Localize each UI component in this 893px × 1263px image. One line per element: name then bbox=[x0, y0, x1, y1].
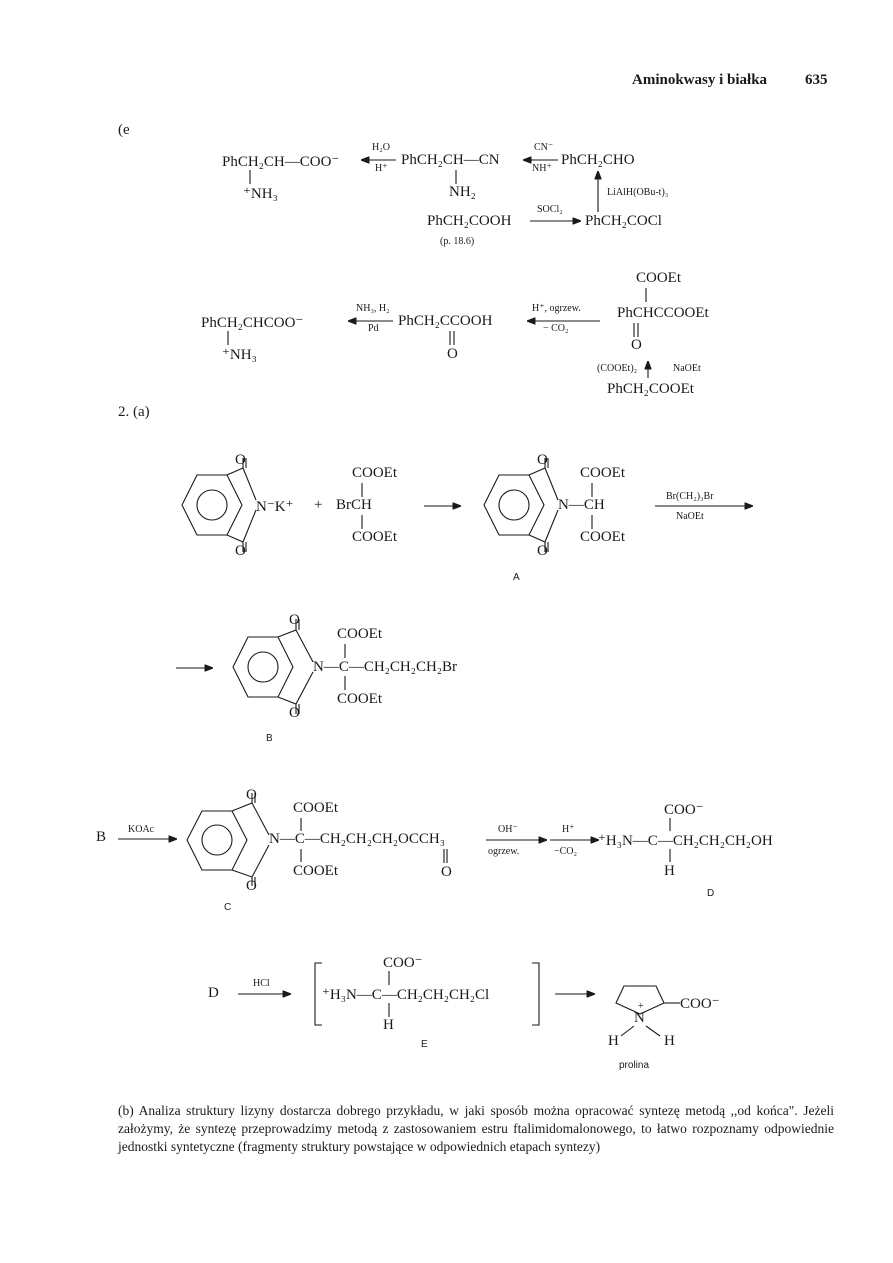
claisen-reagent-left: (COOEt)₂ bbox=[597, 363, 638, 374]
proline-plus-charge: + bbox=[638, 1001, 644, 1012]
decarboxylation-top: H⁺, ogrzew. bbox=[532, 303, 581, 314]
ketoester-oxygen: O bbox=[631, 337, 642, 353]
carbonyl-oxygen: O bbox=[289, 705, 300, 721]
acyl-chloride: PhCH₂COCl bbox=[585, 213, 662, 229]
section-label-e: (e bbox=[118, 122, 130, 138]
b-cooet-top: COOEt bbox=[337, 626, 382, 642]
b-cooet-bottom: COOEt bbox=[337, 691, 382, 707]
e-chain: ⁺H₃N—C—CH₂CH₂CH₂Cl bbox=[322, 987, 490, 1003]
phenylalanine-e2: PhCH₂CHCOO⁻ bbox=[201, 315, 304, 331]
reductive-amination-bottom: Pd bbox=[368, 323, 379, 334]
carbonyl-oxygen: O bbox=[246, 787, 257, 803]
cross-reference: (p. 18.6) bbox=[440, 236, 475, 247]
arrow2-reagent-bottom: NH⁺ bbox=[532, 163, 552, 174]
d-chain: ⁺H₃N—C—CH₂CH₂CH₂OH bbox=[598, 833, 773, 849]
a-cooet-bottom: COOEt bbox=[580, 529, 625, 545]
hcl-reagent: HCl bbox=[253, 978, 270, 989]
arrow3-reagent: SOCl₂ bbox=[537, 204, 563, 215]
e-carboxylate: COO⁻ bbox=[383, 955, 423, 971]
amino-group: NH₂ bbox=[449, 184, 476, 200]
compound-label-e: E bbox=[421, 1039, 428, 1050]
phenylacetic-acid: PhCH₂COOH bbox=[427, 213, 512, 229]
ammonium-group-e: ⁺NH₃ bbox=[243, 186, 278, 202]
proline-hydrogen-2: H bbox=[664, 1033, 675, 1049]
section-label-2a: 2. (a) bbox=[118, 404, 150, 420]
decarboxylation-bottom: − CO₂ bbox=[543, 323, 569, 334]
bromomalonate-ch: BrCH bbox=[336, 497, 372, 513]
malonate-cooet-bottom: COOEt bbox=[352, 529, 397, 545]
reduction-reagent: LiAlH(OBu-t)₃ bbox=[607, 187, 669, 198]
compound-label-b: B bbox=[266, 733, 273, 744]
hydrolysis-reagent-top: OH⁻ bbox=[498, 824, 518, 835]
e-hydrogen: H bbox=[383, 1017, 394, 1033]
phenylalanine-e: PhCH₂CH—COO⁻ bbox=[222, 154, 340, 170]
acetate-reagent: KOAc bbox=[128, 824, 155, 835]
aminonitrile: PhCH₂CH—CN bbox=[401, 152, 500, 168]
c-chain: N—C—CH₂CH₂CH₂OCCH₃ bbox=[269, 831, 445, 847]
carbonyl-oxygen: O bbox=[537, 452, 548, 468]
body-paragraph: (b) Analiza struktury lizyny dostarcza d… bbox=[118, 1103, 834, 1154]
arrow2-reagent-top: CN⁻ bbox=[534, 142, 554, 153]
ketoester: PhCHCCOOEt bbox=[617, 305, 709, 321]
carbonyl-oxygen: O bbox=[235, 543, 246, 559]
arrow1-reagent-bottom: H⁺ bbox=[375, 163, 388, 174]
b-chain: N—C—CH₂CH₂CH₂Br bbox=[313, 659, 458, 675]
c-cooet-bottom: COOEt bbox=[293, 863, 338, 879]
d-hydrogen: H bbox=[664, 863, 675, 879]
b-reference: B bbox=[96, 829, 107, 845]
ketoacid-oxygen: O bbox=[447, 346, 458, 362]
compound-label-d: D bbox=[707, 888, 715, 899]
compound-label-c: C bbox=[224, 902, 232, 913]
ethyl-phenylacetate: PhCH₂COOEt bbox=[607, 381, 694, 397]
alkylation-reagent-bottom: NaOEt bbox=[676, 511, 704, 522]
carbonyl-oxygen: O bbox=[537, 543, 548, 559]
c-cooet-top: COOEt bbox=[293, 800, 338, 816]
proline-name: prolina bbox=[619, 1060, 650, 1071]
proline-carboxylate: COO⁻ bbox=[680, 996, 720, 1012]
hydrolysis-reagent-bottom: ogrzew. bbox=[488, 846, 520, 857]
malonate-cooet-top: COOEt bbox=[352, 465, 397, 481]
acetate-oxygen: O bbox=[441, 864, 452, 880]
arrow1-reagent-top: H₂O bbox=[372, 142, 390, 153]
compound-label-a: A bbox=[513, 572, 520, 583]
potassium-phthalimide-n: N⁻K⁺ bbox=[256, 499, 294, 515]
a-n-ch: N—CH bbox=[558, 497, 605, 513]
carbonyl-oxygen: O bbox=[289, 612, 300, 628]
decarboxylation-reagent-bottom: −CO₂ bbox=[554, 846, 578, 857]
running-title: Aminokwasy i białka bbox=[632, 72, 768, 88]
carbonyl-oxygen: O bbox=[246, 878, 257, 894]
page-number: 635 bbox=[805, 72, 828, 88]
plus-sign: + bbox=[314, 497, 323, 513]
a-cooet-top: COOEt bbox=[580, 465, 625, 481]
alkylation-reagent-top: Br(CH₂)₃Br bbox=[666, 491, 714, 502]
carbonyl-oxygen: O bbox=[235, 452, 246, 468]
ketoacid: PhCH₂CCOOH bbox=[398, 313, 493, 329]
proline-hydrogen-1: H bbox=[608, 1033, 619, 1049]
phenylacetaldehyde: PhCH₂CHO bbox=[561, 152, 635, 168]
reductive-amination-top: NH₃, H₂ bbox=[356, 303, 390, 314]
ammonium-group-e2: ⁺NH₃ bbox=[222, 347, 257, 363]
claisen-reagent-right: NaOEt bbox=[673, 363, 701, 374]
proline-nitrogen: N bbox=[634, 1010, 645, 1026]
ester-top-cooet: COOEt bbox=[636, 270, 681, 286]
d-carboxylate: COO⁻ bbox=[664, 802, 704, 818]
decarboxylation-reagent-top: H⁺ bbox=[562, 824, 575, 835]
d-reference: D bbox=[208, 985, 219, 1001]
